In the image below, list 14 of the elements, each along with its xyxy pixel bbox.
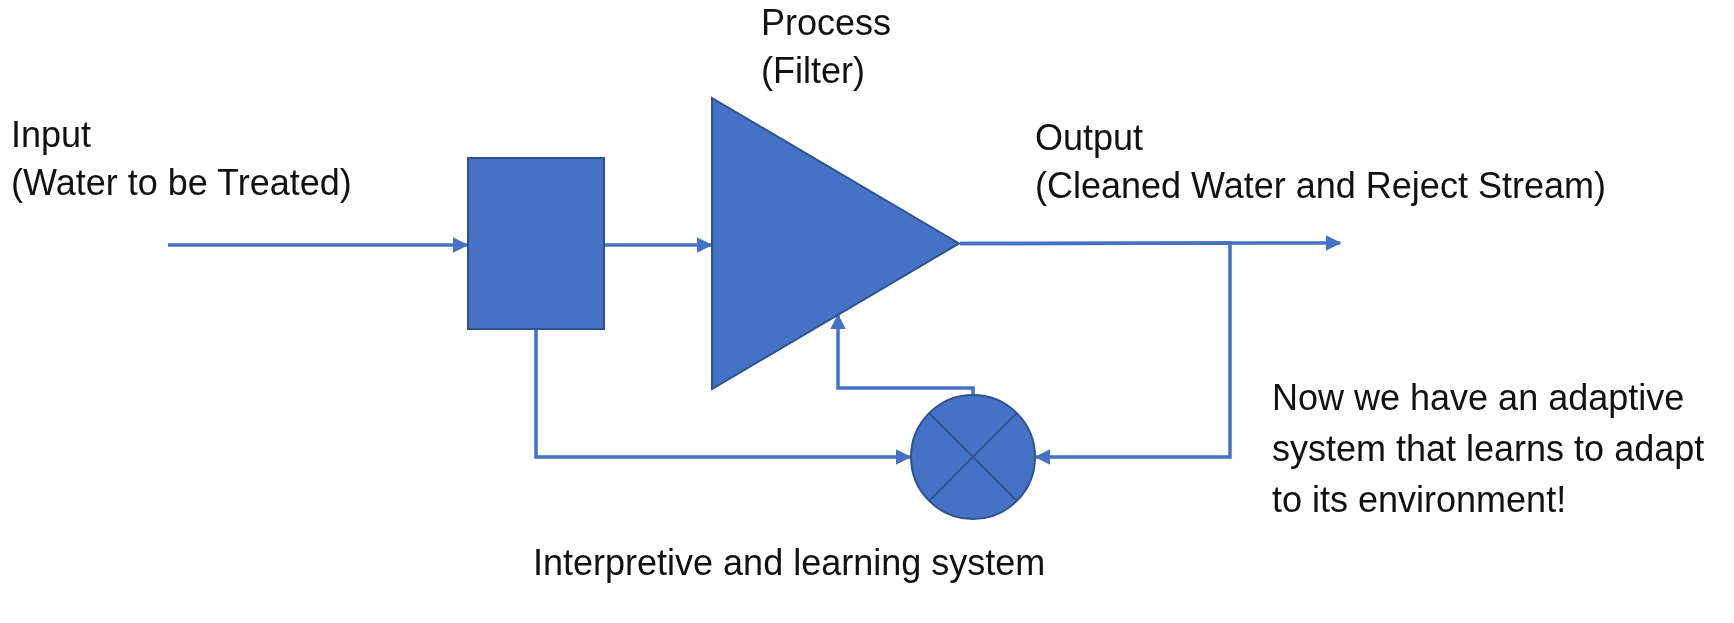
- node-caption: Interpretive and learning system: [533, 541, 1046, 585]
- flow-label: Output: [1035, 116, 1144, 160]
- arrow: [534, 330, 912, 465]
- node-caption: Process: [761, 1, 892, 45]
- flow-label: Input: [11, 113, 92, 157]
- flow-label: (Cleaned Water and Reject Stream): [1035, 164, 1606, 208]
- arrow: [605, 237, 713, 253]
- process-box: [467, 157, 605, 330]
- arrow: [168, 237, 469, 253]
- arrow: [960, 241, 1232, 465]
- arrow: [830, 313, 975, 394]
- flow-label: (Water to be Treated): [11, 161, 352, 205]
- node-caption: (Filter): [761, 49, 865, 93]
- note-text: Now we have an adaptive system that learns to adapt to its environment!: [1272, 376, 1706, 523]
